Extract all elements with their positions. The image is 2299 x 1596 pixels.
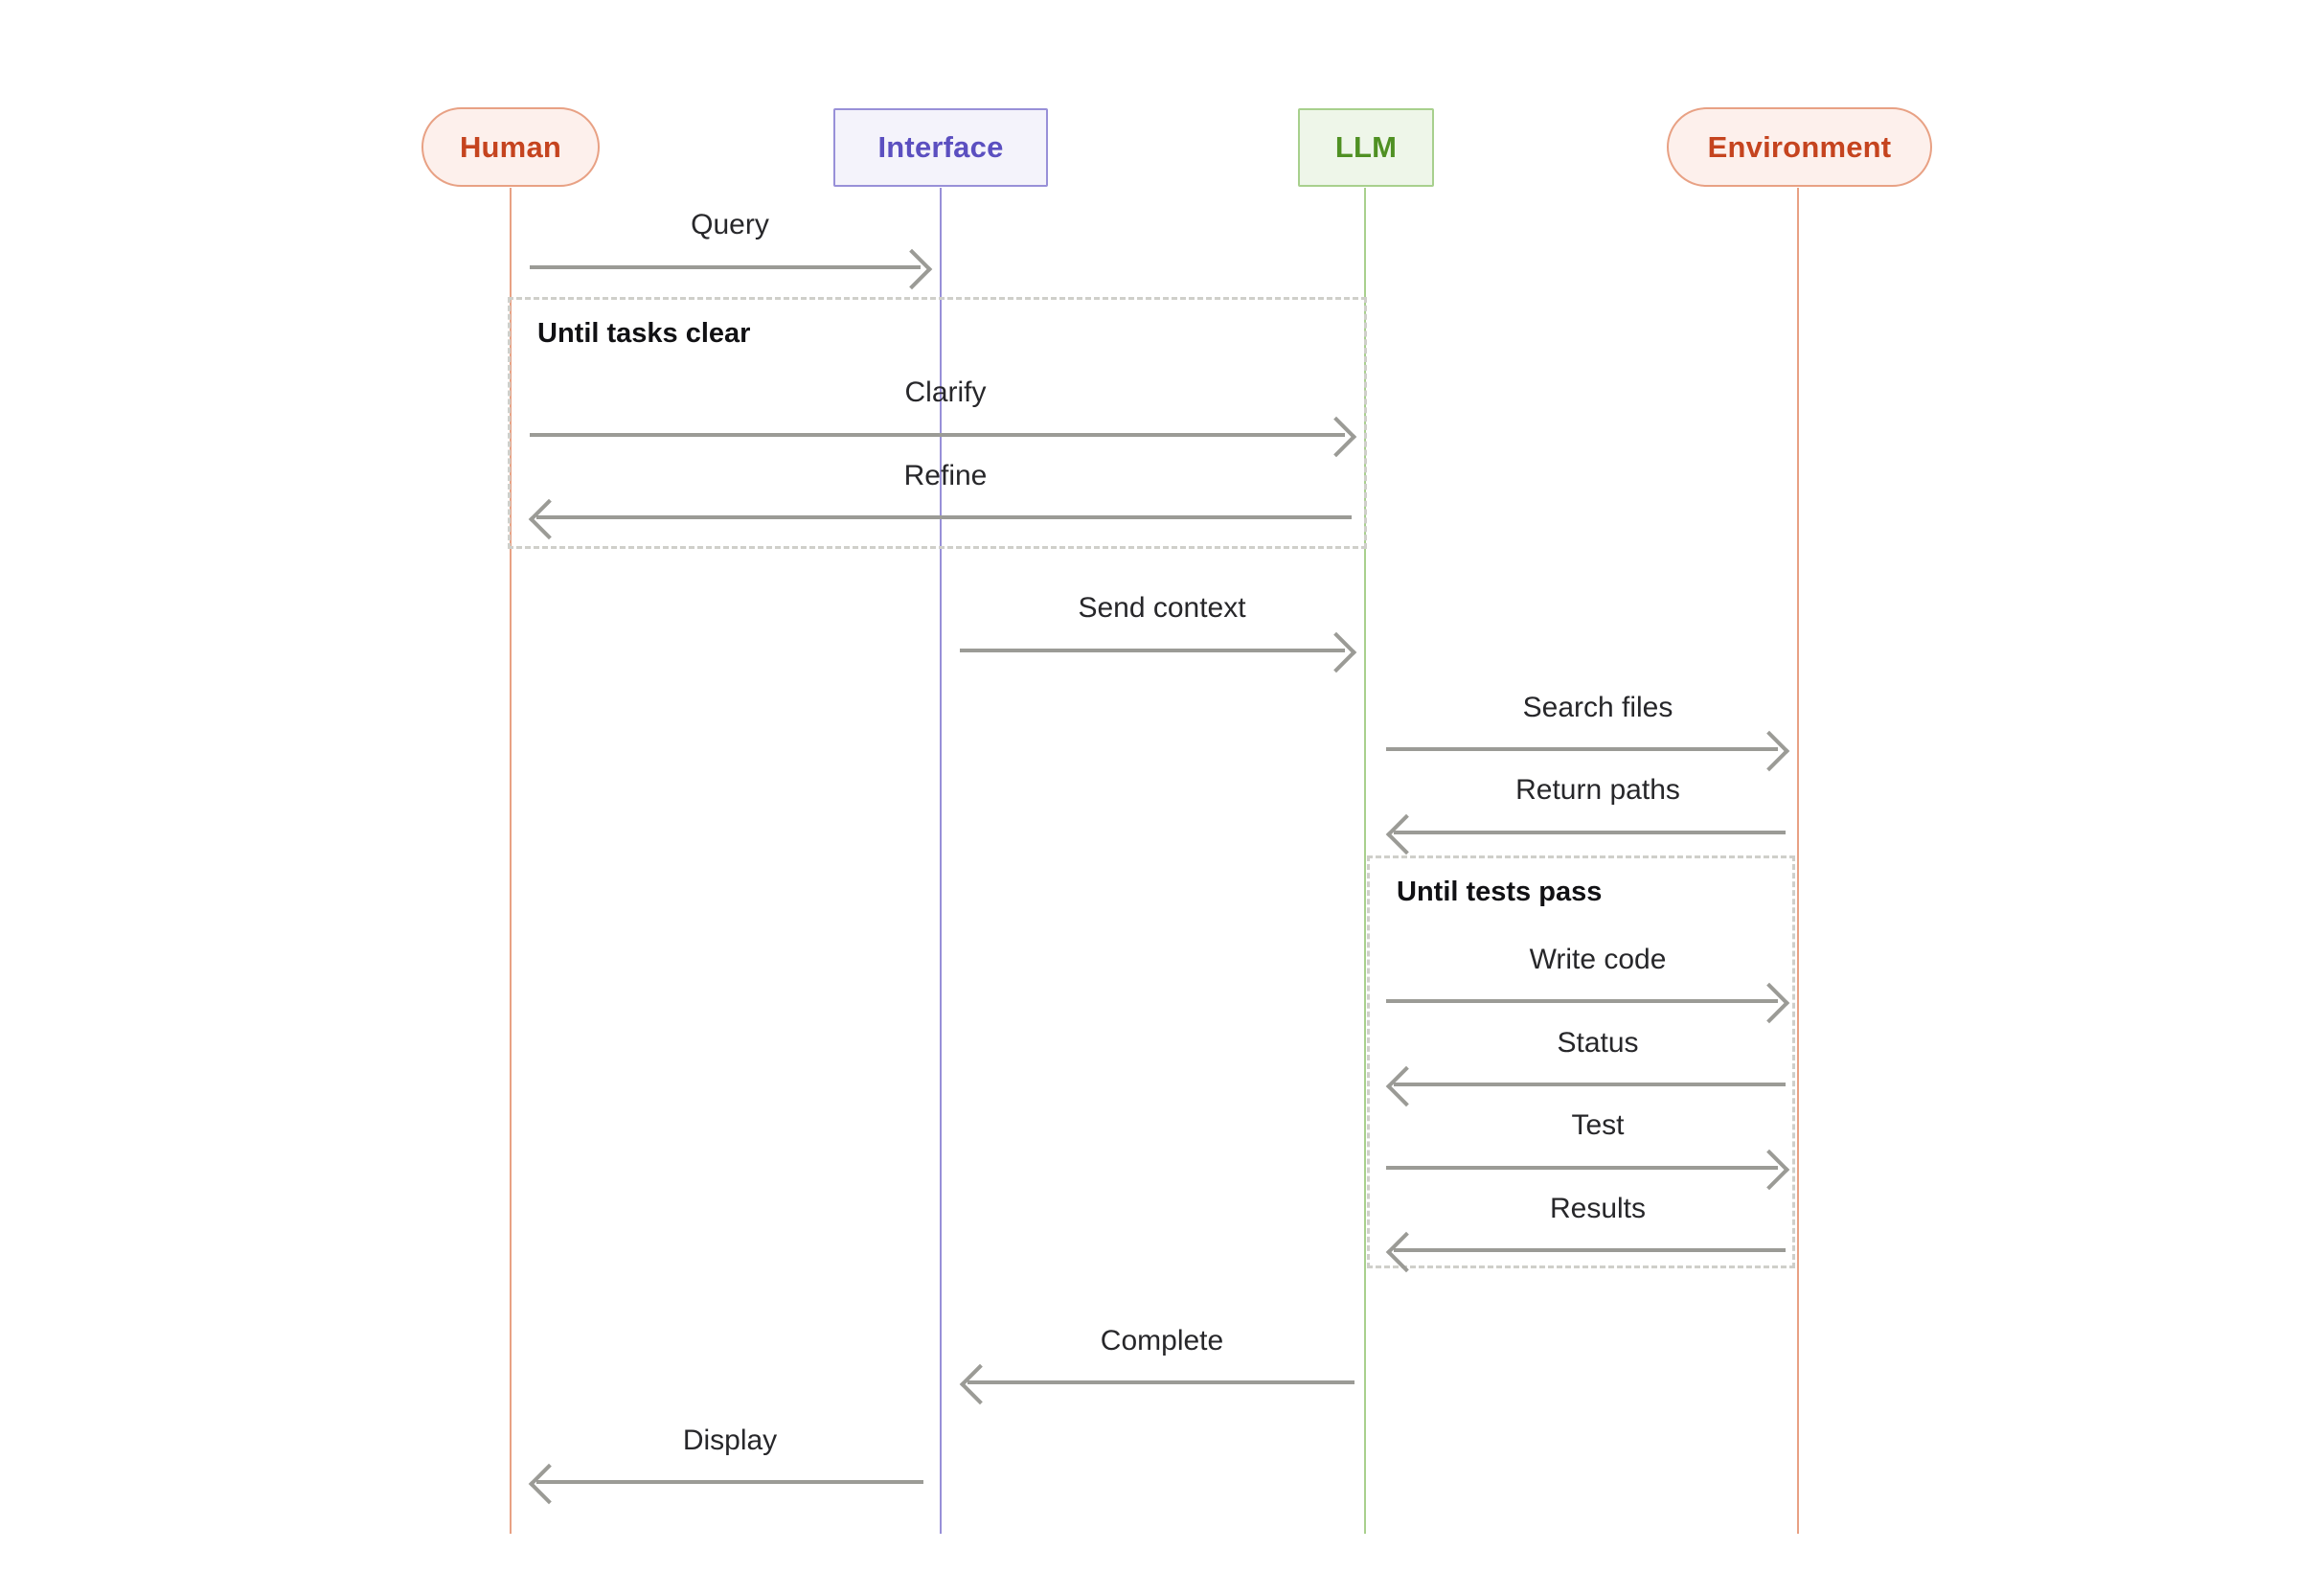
msg-complete-label: Complete	[1100, 1325, 1224, 1357]
msg-return-paths-arrowhead-left	[1385, 813, 1427, 855]
participant-llm-label: LLM	[1334, 130, 1398, 164]
participant-human[interactable]: Human	[421, 107, 600, 187]
msg-search-files-line	[1386, 747, 1778, 751]
participant-human-label: Human	[459, 129, 562, 164]
participant-interface[interactable]: Interface	[833, 108, 1048, 187]
msg-refine-line	[536, 515, 1352, 519]
msg-status-label: Status	[1557, 1027, 1639, 1059]
lifeline-environment	[1797, 188, 1799, 1534]
msg-clarify-label: Clarify	[904, 376, 987, 408]
lifeline-interface	[940, 188, 942, 1534]
msg-query-label: Query	[691, 209, 769, 240]
msg-test-line	[1386, 1166, 1778, 1170]
msg-display-arrowhead-left	[528, 1463, 570, 1505]
msg-display-line	[536, 1480, 923, 1484]
msg-display-label: Display	[682, 1425, 778, 1456]
participant-interface-label: Interface	[877, 130, 1004, 164]
msg-send-context-arrowhead-right	[1315, 631, 1357, 673]
loop-tests-pass-box	[1367, 855, 1795, 1268]
participant-environment[interactable]: Environment	[1667, 107, 1932, 187]
msg-return-paths-label: Return paths	[1515, 774, 1680, 806]
msg-query-line	[530, 265, 921, 269]
msg-test-label: Test	[1571, 1109, 1625, 1141]
msg-results-label: Results	[1549, 1193, 1647, 1224]
participant-llm[interactable]: LLM	[1298, 108, 1434, 187]
msg-search-files-label: Search files	[1522, 692, 1673, 723]
msg-complete-arrowhead-left	[959, 1363, 1001, 1405]
msg-clarify-line	[530, 433, 1345, 437]
msg-send-context-label: Send context	[1078, 592, 1246, 624]
msg-send-context-line	[960, 649, 1345, 652]
loop-tests-pass-label: Until tests pass	[1397, 877, 1603, 907]
loop-tasks-clear-box	[508, 297, 1367, 549]
msg-search-files-arrowhead-right	[1748, 730, 1790, 772]
msg-write-code-line	[1386, 999, 1778, 1003]
lifeline-llm	[1364, 188, 1366, 1534]
msg-query-arrowhead-right	[891, 248, 933, 290]
msg-results-line	[1394, 1248, 1786, 1252]
loop-tasks-clear-label: Until tasks clear	[537, 318, 751, 349]
msg-return-paths-line	[1394, 831, 1786, 834]
msg-refine-label: Refine	[903, 460, 988, 491]
msg-complete-line	[967, 1380, 1354, 1384]
participant-environment-label: Environment	[1707, 129, 1892, 164]
msg-write-code-label: Write code	[1529, 944, 1667, 975]
lifeline-human	[510, 188, 512, 1534]
msg-status-line	[1394, 1083, 1786, 1086]
